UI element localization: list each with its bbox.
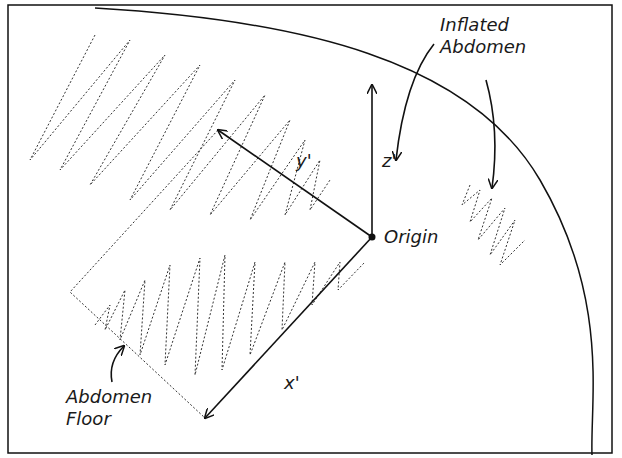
leader-arrow [486,80,495,188]
y-axis [218,130,372,237]
axis-label: z' [382,150,422,172]
z-axis [371,85,373,237]
region-label: Inflated Abdomen [440,14,550,57]
origin-dot [369,234,376,241]
leader-arrow [396,44,434,160]
inflated-region-hatch [30,35,330,220]
floor-outline [70,130,218,418]
abdomen-wall [95,8,593,455]
leader-arrow [111,346,124,382]
axis-label: x' [284,372,324,394]
point-label: Origin [384,226,474,248]
region-label: Abdomen Floor [66,386,166,429]
x-axis [205,237,372,418]
frame [8,5,612,453]
axis-label: y' [296,150,336,172]
floor-hatch [95,255,365,375]
inflated-region-hatch [462,185,525,265]
